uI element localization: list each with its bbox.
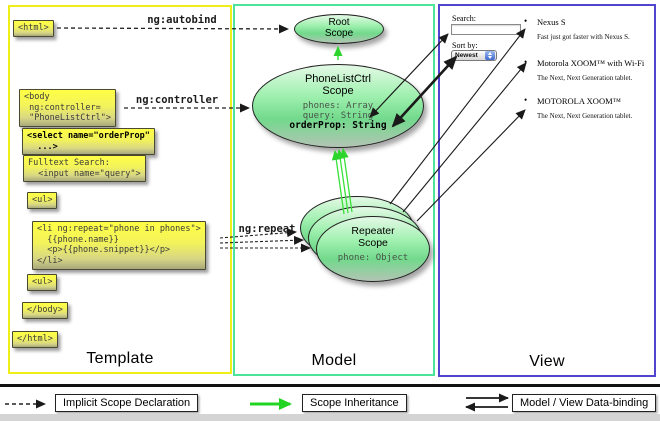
code-box-ul-open: <ul> bbox=[27, 192, 58, 209]
code-box-fulltext: Fulltext Search: <input name="query"> bbox=[23, 155, 146, 183]
phonelistctrl-prop-orderprop: orderProp: String bbox=[289, 120, 387, 132]
phonelistctrl-scope-ellipse: PhoneListCtrl Scope phones: Array query:… bbox=[252, 64, 424, 148]
repeater-prop-phone: phone: Object bbox=[337, 252, 409, 263]
repeater-scope-title: Repeater Scope bbox=[351, 225, 395, 249]
ng-controller-label: ng:controller bbox=[135, 94, 219, 106]
code-box-body-open: <body ng:controller= "PhoneListCtrl"> bbox=[19, 89, 116, 127]
phone-item-desc: The Next, Next Generation tablet. bbox=[537, 112, 633, 120]
search-input[interactable] bbox=[451, 24, 521, 35]
sort-select-value: Newest bbox=[455, 52, 478, 59]
legend-scope-inheritance-box: Scope Inheritance bbox=[302, 394, 407, 412]
code-box-html-open: <html> bbox=[13, 20, 54, 37]
search-label: Search: bbox=[452, 14, 476, 23]
legend-model-view-binding-box: Model / View Data-binding bbox=[512, 394, 657, 412]
template-panel-label: Template bbox=[86, 350, 154, 367]
phonelistctrl-scope-title: PhoneListCtrl Scope bbox=[304, 73, 372, 98]
phonelistctrl-prop-query: query: String bbox=[302, 110, 374, 121]
template-panel: Template bbox=[8, 5, 232, 374]
sort-by-label: Sort by: bbox=[452, 41, 478, 50]
phone-item-name: MOTOROLA XOOM™ bbox=[537, 96, 621, 106]
ng-repeat-label: ng:repeat bbox=[238, 223, 296, 235]
code-box-body-close: </body> bbox=[22, 302, 68, 319]
code-box-select: <select name="orderProp" ...> bbox=[22, 128, 155, 156]
view-panel-label: View bbox=[529, 353, 565, 370]
model-panel-label: Model bbox=[311, 352, 357, 369]
ng-autobind-label: ng:autobind bbox=[147, 14, 217, 26]
select-stepper-icon bbox=[485, 51, 495, 60]
phonelistctrl-prop-phones: phones: Array bbox=[302, 100, 374, 111]
bottom-edge-strip bbox=[0, 414, 660, 421]
legend-separator bbox=[0, 384, 660, 387]
sort-select[interactable]: Newest bbox=[451, 50, 497, 61]
phone-item-desc: Fast just got faster with Nexus S. bbox=[537, 33, 630, 41]
legend-implicit-scope-box: Implicit Scope Declaration bbox=[55, 394, 199, 412]
phone-item-desc: The Next, Next Generation tablet. bbox=[537, 74, 633, 82]
root-scope-ellipse: Root Scope bbox=[294, 14, 384, 44]
bullet-icon: • bbox=[524, 57, 528, 67]
code-box-ul-close: <ul> bbox=[27, 274, 58, 291]
model-panel: Model bbox=[233, 4, 435, 376]
repeater-scope-ellipse-front: Repeater Scope phone: Object bbox=[316, 216, 430, 282]
root-scope-title: Root Scope bbox=[324, 17, 354, 40]
code-box-html-close: </html> bbox=[12, 331, 58, 348]
phone-item-name: Nexus S bbox=[537, 17, 566, 27]
bullet-icon: • bbox=[524, 16, 528, 26]
phone-item-name: Motorola XOOM™ with Wi-Fi bbox=[537, 58, 645, 68]
code-box-li-repeat: <li ng:repeat="phone in phones"> {{phone… bbox=[32, 221, 206, 270]
bullet-icon: • bbox=[524, 95, 528, 105]
